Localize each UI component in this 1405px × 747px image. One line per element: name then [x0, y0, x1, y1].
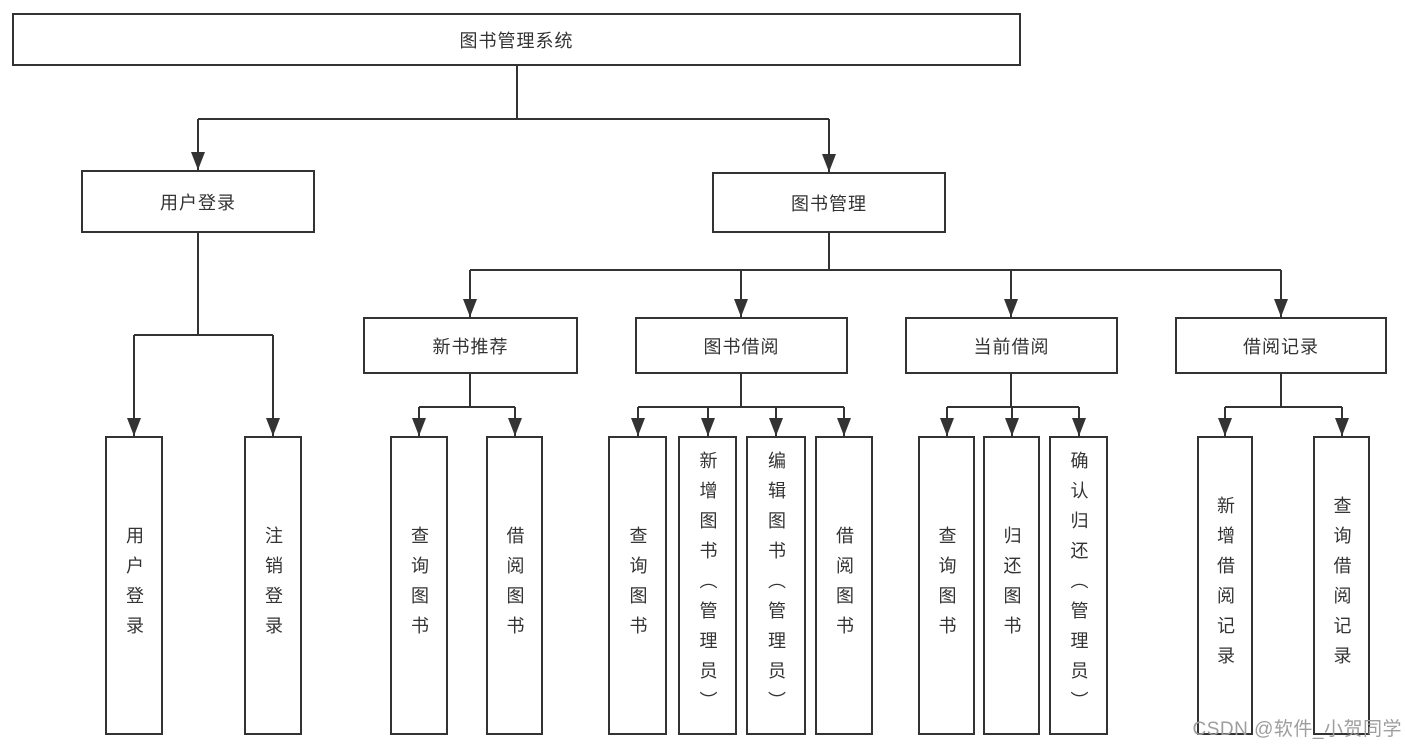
leaf-borrow-books-1-label: 借阅图书: [504, 525, 525, 646]
arrowhead-icon: [1005, 418, 1019, 436]
leaf-add-books-admin: 新增图书（管理员）: [678, 436, 737, 735]
leaf-query-borrow-record: 查询借阅记录: [1313, 436, 1370, 735]
node-user-login: 用户登录: [81, 170, 315, 233]
leaf-return-books-label: 归还图书: [1001, 525, 1022, 646]
node-user-login-label: 用户登录: [160, 192, 236, 213]
arrowhead-icon: [1072, 418, 1086, 436]
arrowhead-icon: [1004, 299, 1018, 317]
arrowhead-icon: [191, 152, 205, 170]
connector-line: [133, 66, 1343, 436]
node-book-management-label: 图书管理: [791, 193, 867, 214]
node-new-book-recommendation: 新书推荐: [363, 317, 578, 374]
arrowhead-icon: [822, 154, 836, 172]
leaf-borrow-books-2: 借阅图书: [815, 436, 873, 735]
arrowhead-icon: [412, 418, 426, 436]
leaf-query-books-2: 查询图书: [608, 436, 667, 735]
leaf-user-login-label: 用户登录: [124, 525, 144, 646]
arrowhead-icon: [266, 418, 280, 436]
leaf-add-borrow-record: 新增借阅记录: [1197, 436, 1253, 735]
leaf-edit-books-admin: 编辑图书（管理员）: [746, 436, 806, 735]
node-book-borrowing-label: 图书借阅: [703, 336, 780, 357]
arrowhead-icon: [631, 418, 645, 436]
leaf-query-books-2-label: 查询图书: [627, 525, 648, 646]
arrowhead-icon: [940, 418, 954, 436]
arrowhead-icon: [127, 418, 141, 436]
arrowhead-icon: [1274, 299, 1288, 317]
leaf-confirm-return-admin-label: 确认归还（管理员）: [1068, 450, 1089, 721]
node-current-borrowing-label: 当前借阅: [973, 336, 1050, 357]
node-borrowing-records-label: 借阅记录: [1243, 336, 1319, 357]
node-root: 图书管理系统: [12, 13, 1021, 66]
leaf-add-books-admin-label: 新增图书（管理员）: [697, 450, 718, 721]
node-root-label: 图书管理系统: [459, 30, 574, 51]
arrowhead-icon: [769, 418, 783, 436]
arrowhead-icon: [463, 299, 477, 317]
leaf-confirm-return-admin: 确认归还（管理员）: [1049, 436, 1108, 735]
arrowheads: [127, 152, 1349, 436]
leaf-add-borrow-record-label: 新增借阅记录: [1215, 495, 1235, 676]
leaf-borrow-books-1: 借阅图书: [486, 436, 543, 735]
arrowhead-icon: [734, 299, 748, 317]
leaf-user-login: 用户登录: [105, 436, 163, 735]
node-current-borrowing: 当前借阅: [905, 317, 1118, 374]
leaf-return-books: 归还图书: [983, 436, 1040, 735]
leaf-query-books-1: 查询图书: [390, 436, 448, 735]
arrowhead-icon: [1218, 418, 1232, 436]
node-borrowing-records: 借阅记录: [1175, 317, 1387, 374]
node-book-borrowing: 图书借阅: [635, 317, 848, 374]
leaf-query-books-1-label: 查询图书: [409, 525, 429, 646]
arrowhead-icon: [837, 418, 851, 436]
watermark: CSDN @软件_小贺同学: [1192, 719, 1402, 740]
leaf-query-books-3: 查询图书: [918, 436, 975, 735]
arrowhead-icon: [701, 418, 715, 436]
leaf-logout-label: 注销登录: [263, 525, 283, 646]
leaf-edit-books-admin-label: 编辑图书（管理员）: [766, 450, 786, 721]
leaf-query-books-3-label: 查询图书: [936, 525, 957, 646]
node-book-management: 图书管理: [712, 172, 946, 233]
leaf-logout: 注销登录: [244, 436, 302, 735]
leaf-query-borrow-record-label: 查询借阅记录: [1331, 495, 1352, 676]
leaf-borrow-books-2-label: 借阅图书: [834, 525, 854, 646]
arrowhead-icon: [1335, 418, 1349, 436]
arrowhead-icon: [508, 418, 522, 436]
node-new-book-recommendation-label: 新书推荐: [432, 336, 509, 357]
